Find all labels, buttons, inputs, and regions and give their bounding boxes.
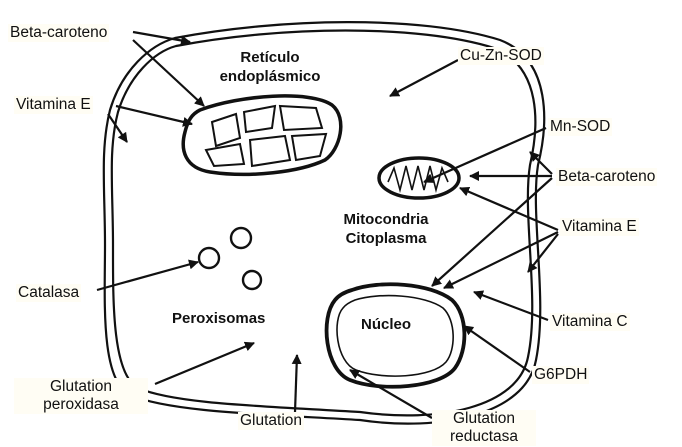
reticulo-endoplasmico-label: Retículo endoplásmico: [200, 48, 340, 86]
endoplasmic-reticulum-shape: [183, 96, 341, 174]
reticulo-label-line1: Retículo: [200, 48, 340, 67]
arrow-g6pdh: [464, 326, 530, 372]
peroxisomas-label: Peroxisomas: [172, 309, 265, 328]
mitocondria-citoplasma-label: Mitocondria Citoplasma: [316, 210, 456, 248]
vitamina-c-label: Vitamina C: [550, 313, 630, 331]
vitamina-e-left-label: Vitamina E: [14, 96, 93, 114]
mn-sod-label: Mn-SOD: [548, 118, 612, 136]
arrow-vitamina-c: [474, 292, 548, 320]
glutation-reductasa-label: Glutation reductasa: [432, 410, 536, 446]
citoplasma-label: Citoplasma: [316, 229, 456, 248]
cu-zn-sod-label: Cu-Zn-SOD: [458, 47, 544, 65]
reticulo-label-line2: endoplásmico: [200, 67, 340, 86]
arrow-beta-caroteno-reticulo: [133, 40, 204, 106]
vitamina-e-right-label: Vitamina E: [560, 218, 639, 236]
nucleo-label: Núcleo: [361, 315, 411, 334]
arrow-glutation-reductasa: [350, 370, 432, 418]
arrow-glutation-peroxidasa: [155, 343, 254, 384]
glutation-peroxidasa-label: Glutation peroxidasa: [14, 378, 148, 414]
arrow-glutation: [295, 355, 297, 412]
glutation-reductasa-line2: reductasa: [434, 428, 534, 446]
peroxisomes-shapes: [199, 228, 261, 289]
arrow-vitamina-e-reticulo: [116, 106, 192, 124]
arrow-cu-zn-sod: [390, 60, 458, 96]
glutation-peroxidasa-line2: peroxidasa: [16, 396, 146, 414]
catalasa-label: Catalasa: [16, 284, 81, 302]
glutation-reductasa-line1: Glutation: [434, 410, 534, 428]
glutation-peroxidasa-line1: Glutation: [16, 378, 146, 396]
beta-caroteno-left-label: Beta-caroteno: [8, 24, 109, 42]
g6pdh-label: G6PDH: [532, 366, 589, 384]
nucleus-shape: [327, 284, 465, 386]
mitocondria-label: Mitocondria: [316, 210, 456, 229]
arrow-mn-sod: [424, 128, 546, 182]
beta-caroteno-right-label: Beta-caroteno: [556, 168, 657, 186]
mitochondrion-shape: [379, 158, 459, 198]
glutation-label: Glutation: [238, 412, 304, 430]
arrow-vitamina-e-mito: [460, 188, 558, 230]
